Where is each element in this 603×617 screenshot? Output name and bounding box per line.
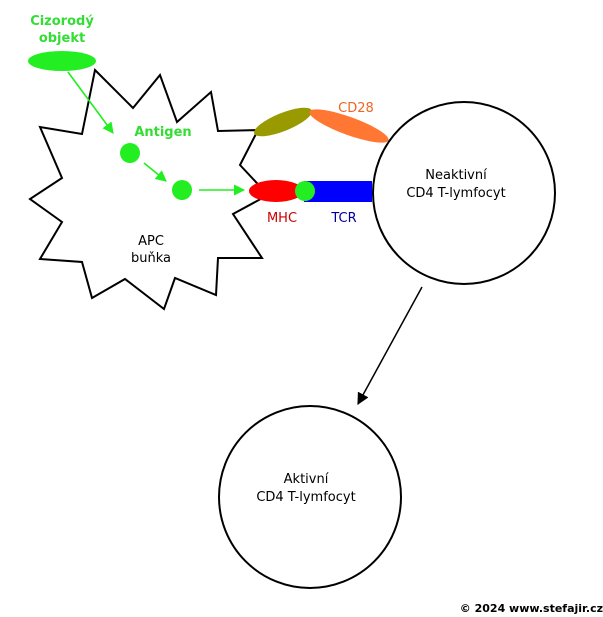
apc-cell bbox=[28, 67, 270, 311]
cd28-receptor bbox=[309, 109, 389, 143]
copyright-text: © 2024 www.stefajir.cz bbox=[460, 602, 603, 615]
foreign-object-label-line1: Cizorodý bbox=[30, 14, 94, 29]
arrow-antigen-to-antigen bbox=[143, 162, 167, 182]
costimulatory-ligand bbox=[254, 107, 312, 137]
antigen-label: Antigen bbox=[134, 125, 191, 140]
active-t-cell bbox=[218, 405, 402, 589]
activation-arrow bbox=[357, 286, 423, 406]
foreign-object-label-line2: objekt bbox=[39, 31, 85, 46]
apc-label-line1: APC bbox=[138, 234, 164, 249]
inactive-t-cell bbox=[372, 101, 556, 285]
arrow-object-to-antigen bbox=[67, 71, 114, 134]
antigen-dot-bound bbox=[295, 181, 315, 201]
antigen-dot-2 bbox=[172, 180, 192, 200]
tcr-label: TCR bbox=[330, 211, 356, 226]
active-t-cell-label-line1: Aktivní bbox=[284, 472, 329, 487]
mhc-label: MHC bbox=[267, 211, 297, 226]
antigen-dot-1 bbox=[120, 143, 140, 163]
mhc-molecule bbox=[249, 180, 303, 202]
inactive-t-cell-label-line2: CD4 T-lymfocyt bbox=[406, 186, 505, 201]
tcr-receptor bbox=[304, 181, 372, 202]
cd28-label: CD28 bbox=[338, 101, 374, 116]
foreign-object bbox=[28, 51, 96, 71]
active-t-cell-label-line2: CD4 T-lymfocyt bbox=[256, 490, 355, 505]
inactive-t-cell-label-line1: Neaktivní bbox=[425, 168, 487, 183]
apc-label-line2: buňka bbox=[131, 251, 171, 266]
